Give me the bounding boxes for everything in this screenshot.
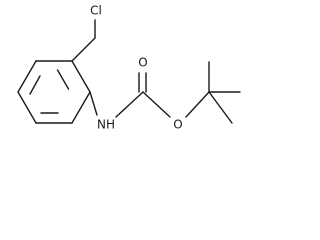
carbonyl-ester-oxygen-bond bbox=[142, 91, 171, 118]
ring-bond-2 bbox=[71, 60, 91, 93]
ring-bond-6 bbox=[17, 60, 37, 93]
structure-canvas: Cl NH O O bbox=[0, 0, 250, 148]
chlorine-label: Cl bbox=[90, 4, 102, 18]
ring-double-bond-inner-3 bbox=[29, 75, 41, 95]
benzene-ring bbox=[17, 60, 91, 124]
carbonyl-oxygen-label: O bbox=[138, 56, 147, 70]
oxygen-tbutyl-bond bbox=[185, 91, 210, 118]
ring-double-bond-inner-1 bbox=[56, 69, 70, 90]
tert-butyl-group bbox=[208, 61, 241, 124]
ester-oxygen-label: O bbox=[173, 118, 182, 132]
tbutyl-methyl-down bbox=[208, 91, 233, 124]
ch2-bond bbox=[71, 37, 96, 62]
n-carbonyl-bond bbox=[115, 91, 144, 118]
ring-n-bond bbox=[89, 91, 98, 116]
ring-bond-5 bbox=[17, 91, 37, 124]
structure-diagram: Cl NH O O bbox=[17, 4, 241, 132]
ring-bond-3 bbox=[71, 91, 91, 124]
amine-label: NH bbox=[97, 118, 115, 132]
